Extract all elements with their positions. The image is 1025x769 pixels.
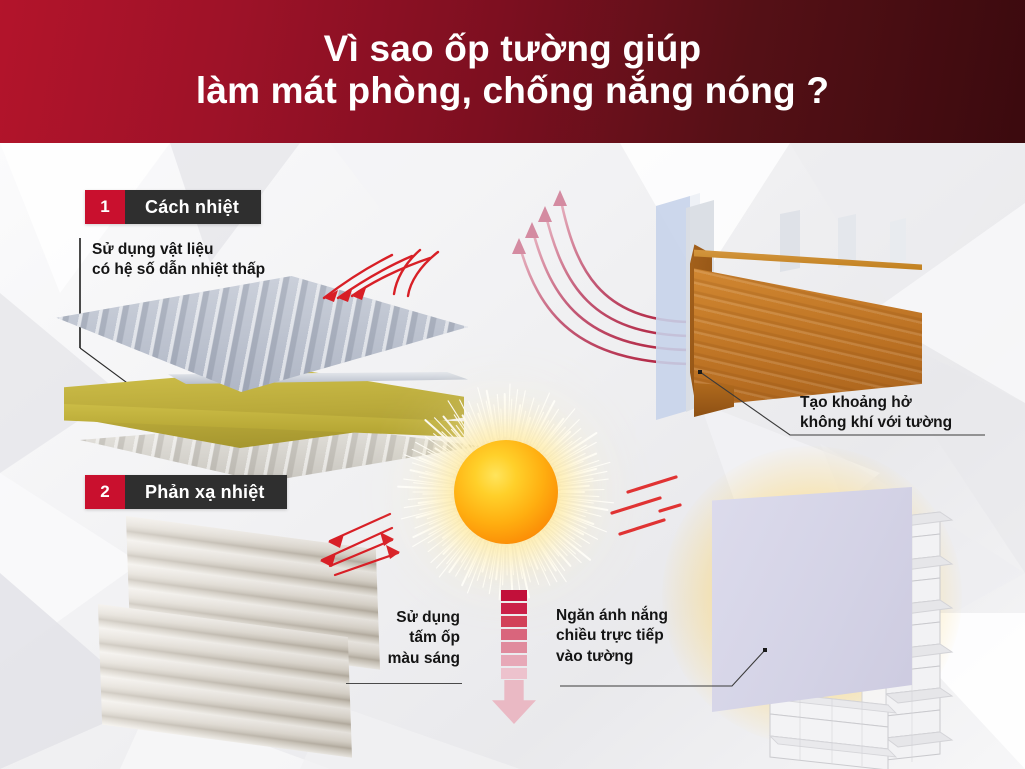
- callout-light-colour-panel: Sử dụng tấm ốp màu sáng: [300, 608, 460, 669]
- callout-3-line-2: chiều trực tiếp: [556, 627, 664, 645]
- title-line-1: Vì sao ốp tường giúp: [323, 28, 702, 70]
- callout-2-line-1: Sử dụng: [396, 609, 460, 626]
- callout-3-line-1: Ngăn ánh nắng: [556, 607, 668, 624]
- callout-1-line-2: không khí với tường: [800, 414, 953, 432]
- wood-board-top-edge: [694, 249, 922, 270]
- sun-burst: [397, 383, 615, 601]
- gradient-segment-5: [501, 642, 527, 653]
- title-line-2: làm mát phòng, chống nắng nóng ?: [195, 69, 830, 111]
- gradient-segment-3: [501, 616, 527, 627]
- wood-board-foot: [694, 383, 734, 417]
- leader-line-light-colour: [346, 683, 462, 685]
- callout-3-line-3: vào tường: [556, 647, 634, 665]
- step-1-number: 1: [85, 190, 125, 224]
- cladding-panel-shield: [712, 487, 912, 712]
- callout-air-gap: Tạo khoảng hở không khí với tường: [800, 393, 952, 434]
- leader-line-insulation: [79, 238, 81, 348]
- callout-2-line-3: màu sáng: [387, 649, 460, 667]
- heat-gradient-down-arrow: [492, 590, 536, 725]
- callout-insulation-material: Sử dụng vật liệu có hệ số dẫn nhiệt thấp: [92, 240, 265, 281]
- step-badge-2: 2 Phản xạ nhiệt: [85, 475, 287, 509]
- step-1-label: Cách nhiệt: [125, 190, 262, 224]
- step-2-label: Phản xạ nhiệt: [125, 475, 287, 509]
- sun-core: [454, 440, 558, 544]
- callout-2-line-2: tấm ốp: [409, 629, 460, 647]
- callout-0-line-2: có hệ số dẫn nhiệt thấp: [92, 261, 266, 279]
- callout-0-line-1: Sử dụng vật liệu: [92, 241, 214, 258]
- gradient-segment-6: [501, 655, 527, 666]
- page-title: Vì sao ốp tường giúp làm mát phòng, chốn…: [196, 28, 829, 115]
- step-2-number: 2: [85, 475, 125, 509]
- wood-cladding-board: [684, 228, 929, 417]
- step-badge-1: 1 Cách nhiệt: [85, 190, 262, 224]
- leader-dot-air-gap: [698, 370, 702, 374]
- gradient-segment-2: [501, 603, 527, 614]
- callout-block-direct-sun: Ngăn ánh nắng chiều trực tiếp vào tường: [556, 606, 668, 667]
- leader-dot-block-sun: [763, 648, 767, 652]
- gradient-segment-1: [501, 590, 527, 601]
- sun-rays: [397, 383, 615, 601]
- gradient-arrow-head: [492, 680, 536, 724]
- gradient-segment-7: [501, 668, 527, 679]
- callout-1-line-1: Tạo khoảng hở: [800, 394, 912, 411]
- gradient-segment-4: [501, 629, 527, 640]
- header-banner: Vì sao ốp tường giúp làm mát phòng, chốn…: [0, 0, 1025, 143]
